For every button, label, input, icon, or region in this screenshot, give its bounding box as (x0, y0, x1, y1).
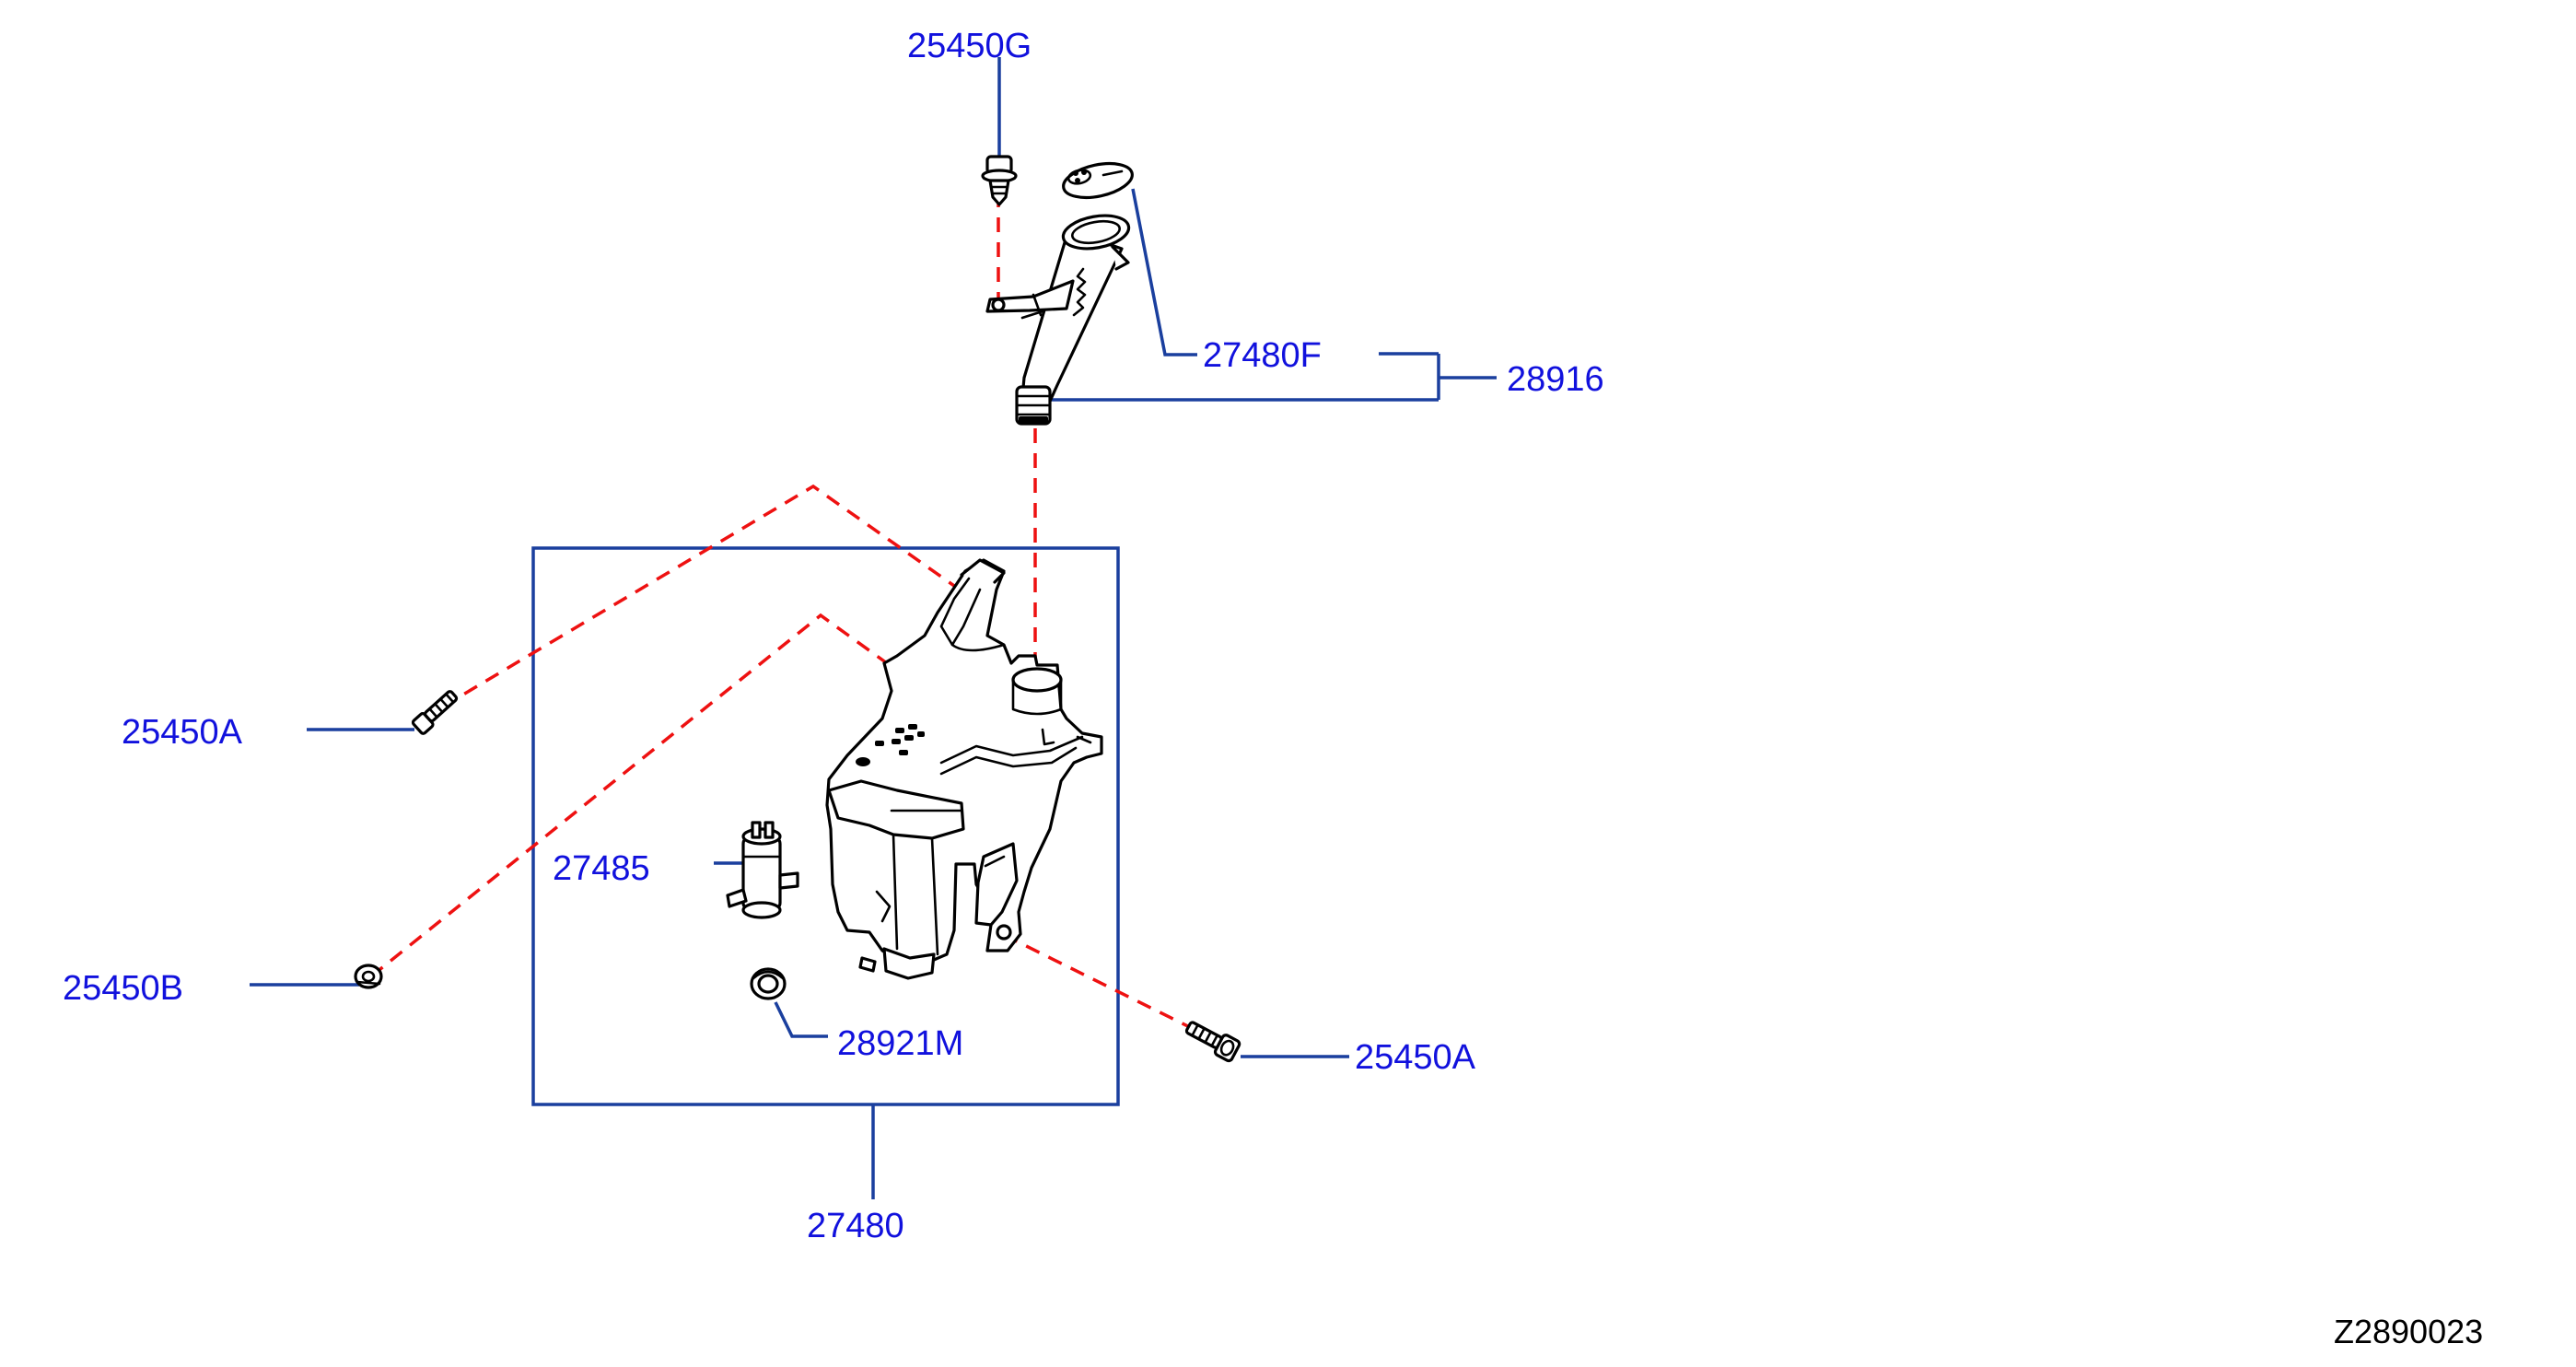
clip-25450G-part (981, 155, 1018, 206)
bolt-25450A-right-part (1184, 1021, 1241, 1063)
label-25450B: 25450B (63, 969, 183, 1008)
label-25450A-right: 25450A (1355, 1038, 1476, 1077)
pump-27485-part (726, 821, 799, 919)
label-28921M: 28921M (837, 1024, 963, 1063)
nut-25450B-part (354, 964, 383, 989)
label-28916: 28916 (1507, 360, 1604, 399)
tank-27480-part (825, 558, 1103, 980)
leader-lines (250, 57, 1497, 1199)
grommet-28921M-part (750, 967, 787, 1000)
bolt-25450A-left-part (411, 690, 459, 735)
label-27480: 27480 (807, 1207, 904, 1245)
label-27480F: 27480F (1203, 336, 1322, 375)
filler-neck-28916-part (985, 214, 1131, 426)
assembly-box-27480 (531, 546, 1120, 1106)
figure-id: Z2890023 (2334, 1313, 2483, 1350)
label-25450A-left: 25450A (122, 713, 243, 752)
assembly-lines (369, 193, 1218, 1043)
label-27485: 27485 (553, 849, 650, 888)
label-25450G: 25450G (907, 27, 1032, 65)
cap-27480F-part (1062, 161, 1134, 200)
